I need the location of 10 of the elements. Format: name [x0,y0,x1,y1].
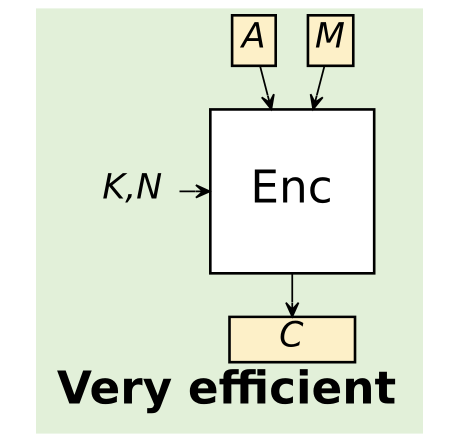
node-box: M [306,14,354,68]
node-box: A [230,14,276,68]
node-text: K,N [102,167,162,208]
node-box: C [228,316,356,364]
node-box: Enc [208,108,375,275]
arrow [309,66,325,110]
arrow [258,66,274,110]
caption: Very efficient [56,362,396,415]
arrow [178,184,210,199]
arrow [284,274,299,318]
